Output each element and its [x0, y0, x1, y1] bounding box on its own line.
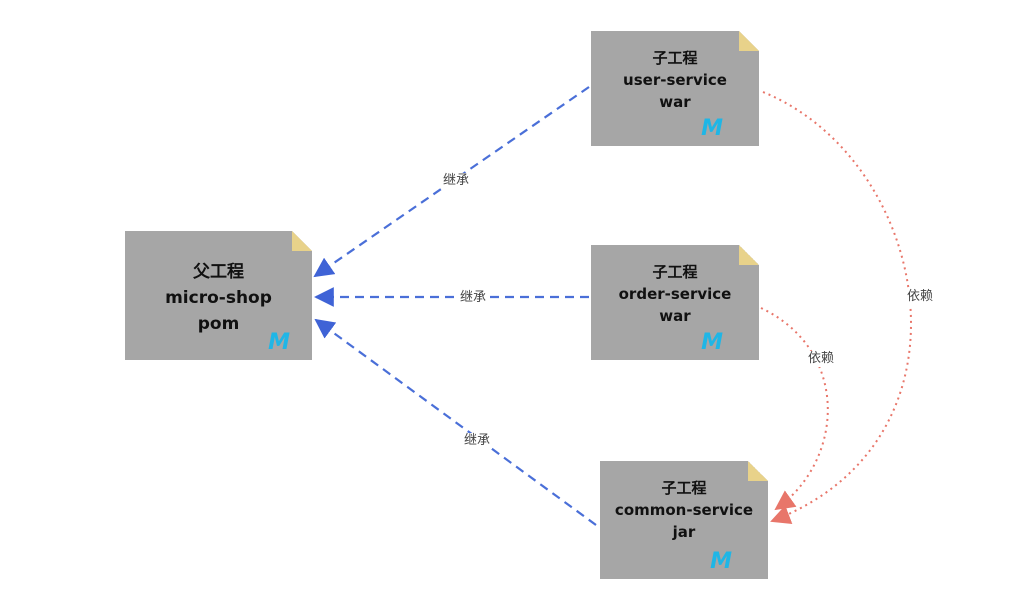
parent-project-node: 父工程 micro-shop pom M — [125, 231, 312, 360]
node-title: 子工程 — [661, 479, 707, 497]
node-artifact-name: micro-shop — [165, 288, 272, 308]
common-service-node: 子工程 common-service jar M — [600, 461, 768, 579]
node-packaging: jar — [672, 523, 696, 541]
user-service-node: 子工程 user-service war M — [591, 31, 759, 146]
inherit-edge-common — [314, 318, 597, 526]
maven-icon: M — [701, 116, 721, 141]
node-title: 子工程 — [652, 263, 698, 281]
depend-label-order: 依赖 — [806, 351, 837, 367]
inherit-label-common: 继承 — [462, 433, 493, 449]
maven-icon: M — [268, 330, 288, 355]
maven-icon: M — [701, 330, 721, 355]
node-packaging: war — [659, 307, 691, 325]
node-packaging: war — [659, 93, 691, 111]
node-artifact-name: order-service — [618, 285, 732, 303]
node-artifact-name: user-service — [623, 71, 727, 89]
node-packaging: pom — [197, 314, 240, 334]
node-artifact-name: common-service — [614, 501, 754, 519]
inherit-label-order: 继承 — [458, 290, 489, 306]
node-title: 子工程 — [652, 49, 698, 67]
order-service-node: 子工程 order-service war M — [591, 245, 759, 360]
depend-edge-order-to-common — [760, 307, 829, 511]
inherit-label-user: 继承 — [441, 173, 472, 189]
depend-edge-user-to-common — [762, 91, 912, 524]
node-title: 父工程 — [193, 262, 244, 282]
maven-icon: M — [710, 549, 730, 574]
depend-label-user: 依赖 — [905, 289, 936, 305]
